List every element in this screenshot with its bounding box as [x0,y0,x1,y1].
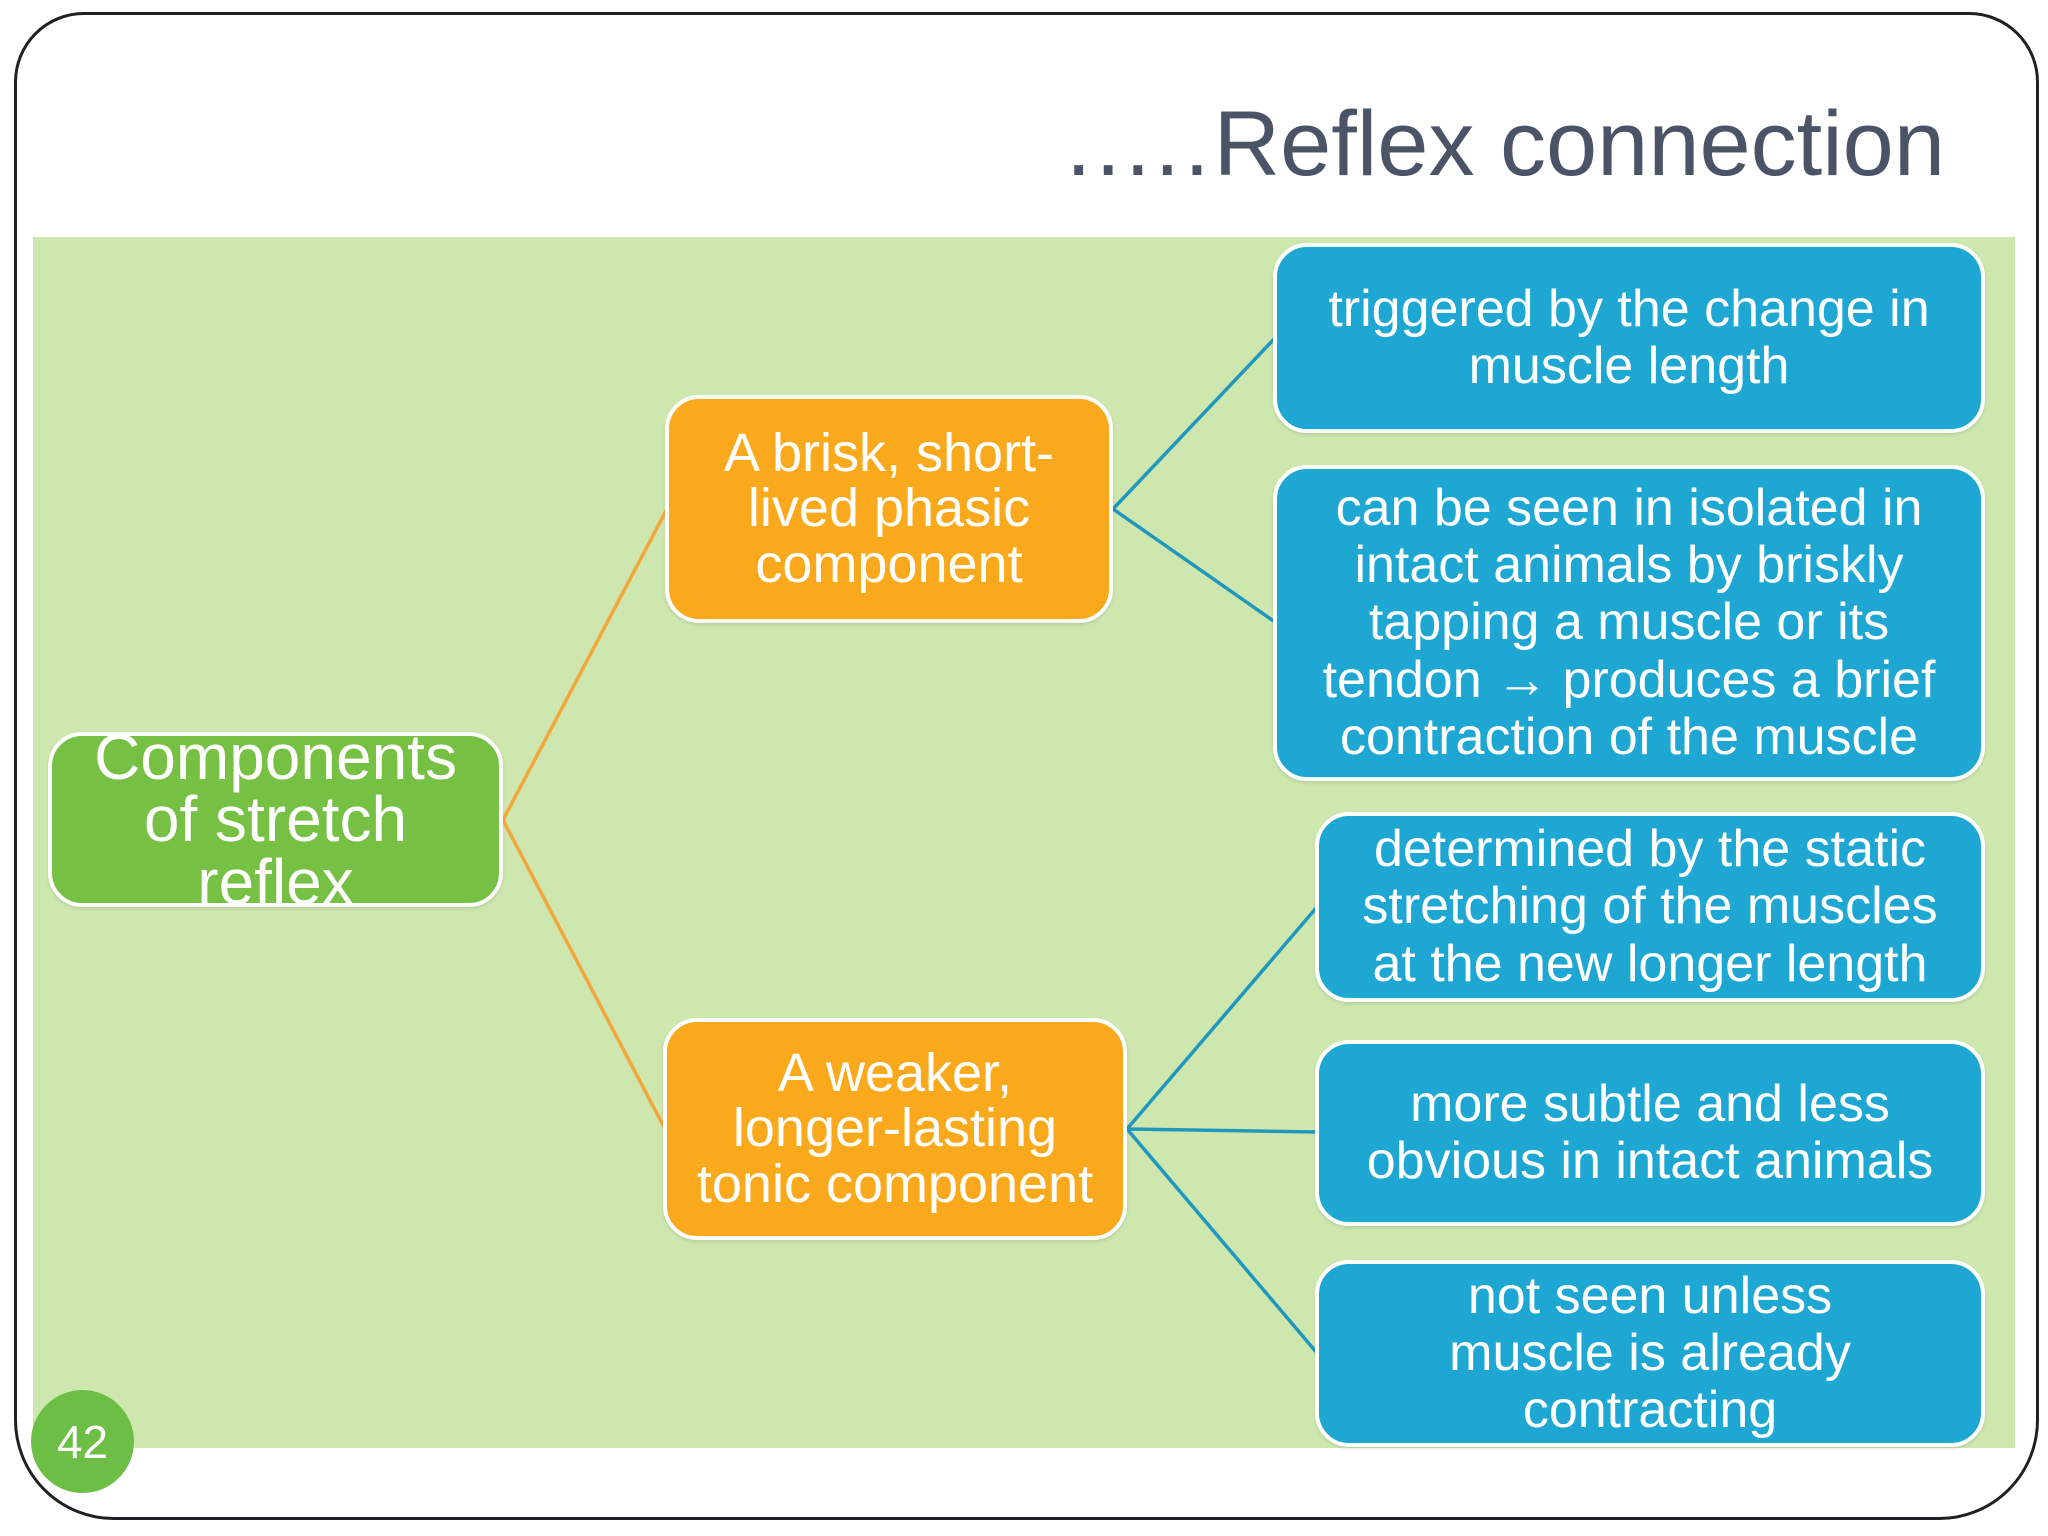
leaf-node-triggered-by-change: triggered by the change in muscle length [1273,243,1985,433]
branch-node-label: A brisk, short-lived phasic component [723,422,1055,594]
branch-node-label: A weaker, longer-lasting tonic component [696,1042,1094,1214]
root-node-components-of-stretch-reflex: Components of stretch reflex [48,725,503,914]
leaf-node-label: not seen unless muscle is already contra… [1449,1266,1851,1440]
leaf-node-label: more subtle and less obvious in intact a… [1366,1074,1934,1190]
leaf-node-label: can be seen in isolated in intact animal… [1322,479,1936,766]
leaf-node-not-seen-unless: not seen unless muscle is already contra… [1315,1260,1985,1447]
title-leading-dots: ..... [1065,93,1214,195]
leaf-node-label: determined by the static stretching of t… [1362,820,1938,993]
leaf-node-seen-in-isolated: can be seen in isolated in intact animal… [1273,465,1985,781]
page-number: 42 [56,1415,109,1468]
root-node-label: Components of stretch reflex [94,721,457,918]
leaf-node-static-stretching: determined by the static stretching of t… [1315,812,1985,1002]
leaf-node-label: triggered by the change in muscle length [1328,279,1930,395]
page-title: .....Reflex connection [1066,98,1945,190]
branch-node-tonic-component: A weaker, longer-lasting tonic component [663,1018,1127,1240]
title-text: Reflex connection [1213,93,1945,195]
leaf-node-more-subtle: more subtle and less obvious in intact a… [1315,1040,1985,1226]
page-number-badge: 42 [31,1390,134,1493]
branch-node-phasic-component: A brisk, short-lived phasic component [665,395,1113,623]
